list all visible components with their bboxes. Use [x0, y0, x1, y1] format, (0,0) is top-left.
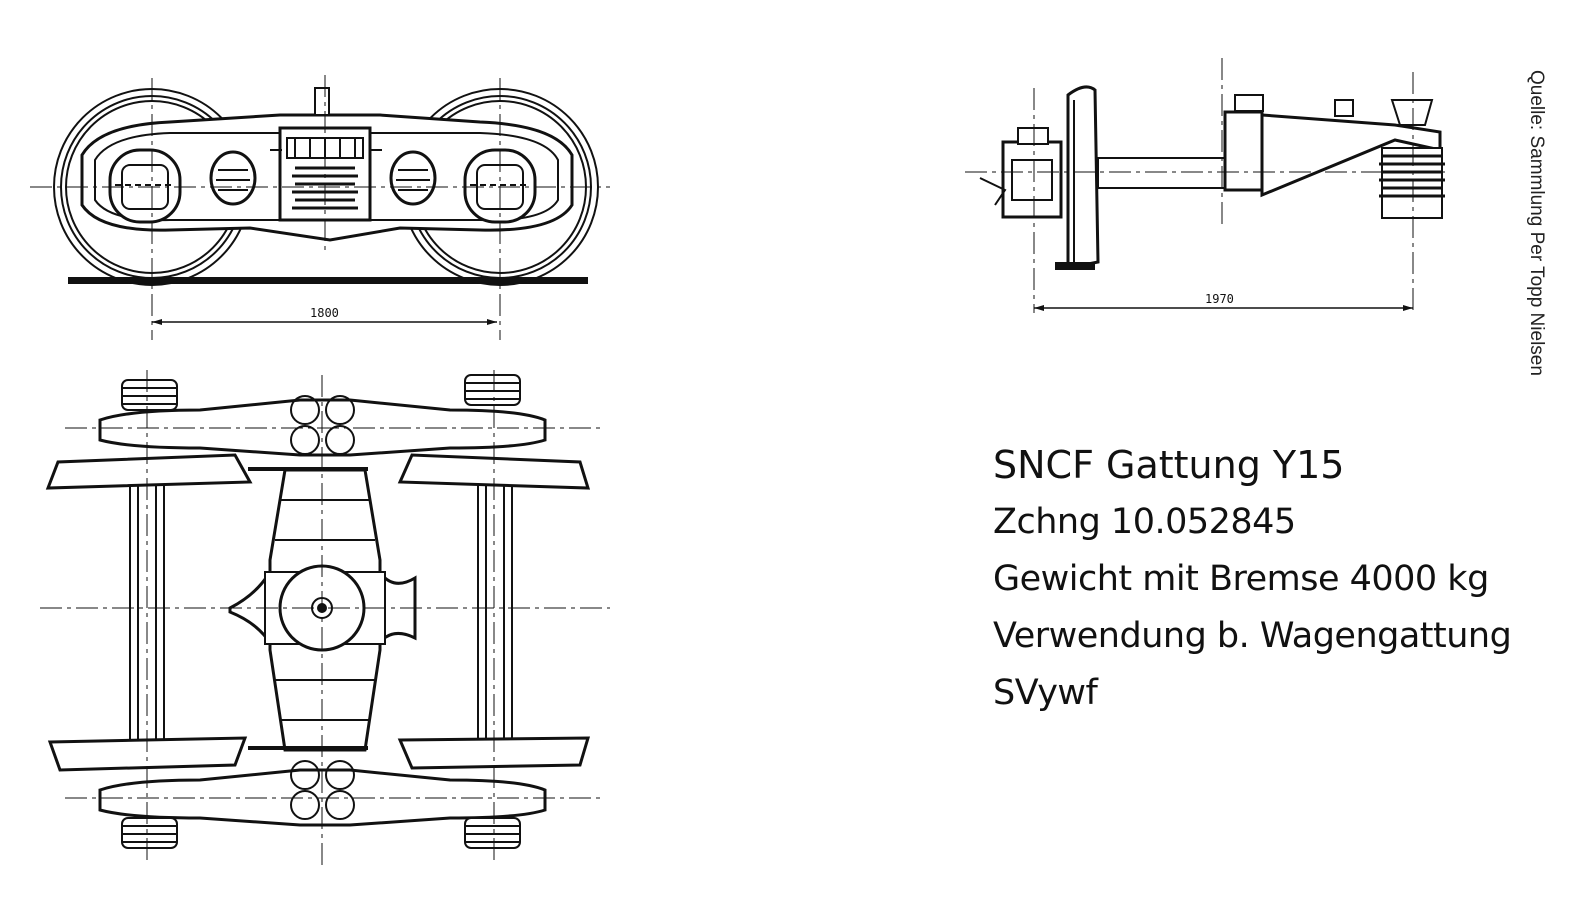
wheel-bottom-right: [397, 736, 591, 770]
bolster-springs: [290, 395, 355, 820]
source-credit: Quelle: Sammlung Per Topp Nielsen: [1526, 70, 1547, 376]
wheelbase-dimension: 1800: [310, 306, 339, 320]
wheel-bottom-left: [47, 736, 248, 772]
info-type: SNCF Gattung Y15: [993, 443, 1345, 487]
central-spring: [270, 126, 382, 222]
left-axlebox: [108, 148, 182, 224]
wheel-top-left: [45, 453, 253, 490]
side-view: [30, 75, 610, 340]
track-dimension: 1970: [1205, 292, 1234, 306]
end-frame: [1223, 110, 1264, 192]
end-spring: [1377, 99, 1447, 219]
end-wheel: [1066, 85, 1100, 270]
rail: [68, 277, 588, 284]
info-weight: Gewicht mit Bremse 4000 kg: [993, 559, 1489, 599]
info-wagon-type: SVywf: [993, 673, 1098, 713]
info-drawing-number: Zchng 10.052845: [993, 502, 1296, 542]
end-view: [965, 58, 1447, 313]
info-usage: Verwendung b. Wagengattung: [993, 616, 1512, 656]
end-axlebox: [979, 127, 1063, 219]
info-block: SNCF Gattung Y15 Zchng 10.052845 Gewicht…: [993, 437, 1553, 722]
axlebox-springs: [121, 374, 521, 849]
plan-view: [40, 370, 610, 865]
end-axle: [1097, 157, 1227, 189]
right-axle: [477, 469, 513, 761]
